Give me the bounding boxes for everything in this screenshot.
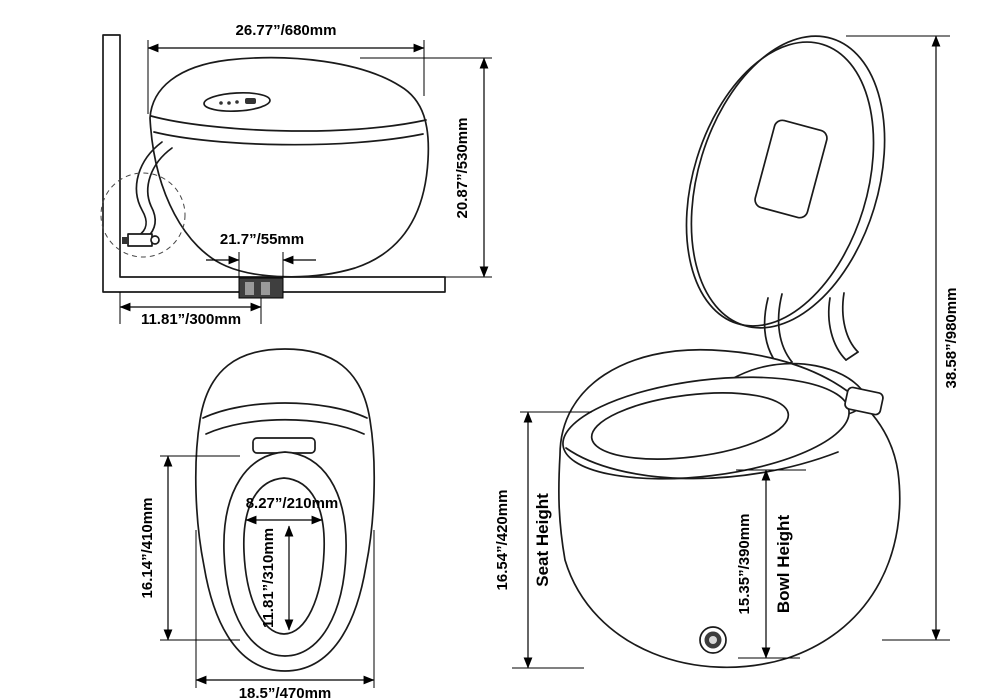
toilet-side-body [149,56,430,278]
dim-base-width-label: 18.5”/470mm [239,685,332,700]
dim-bowl-height-label: Bowl Height [774,515,793,614]
seat-back-arc [205,418,365,435]
lid-front-arc [202,402,368,419]
dim-width-label: 26.77”/680mm [236,22,337,39]
water-hose [135,141,163,237]
dim-rough-in-label: 11.81”/300mm [141,311,241,328]
dim-height-label: 20.87”/530mm [454,118,471,219]
dim-bowl-length-label: 11.81”/310mm [260,528,277,628]
dim-seat-length-label: 16.14”/410mm [139,498,156,599]
drain-cap [699,626,727,654]
drain-outlet [238,277,284,299]
water-hose-inner [146,147,173,239]
seat-opening [590,392,790,460]
perspective-view-drawing: 38.58”/980mm 16.54”/420mm Seat Height 15… [494,35,960,669]
dim-drain-width-label: 21.7”/55mm [220,231,304,248]
control-panel [203,91,271,113]
seat-rim-line [565,447,839,480]
lid-seam-line-2 [153,131,424,146]
lid-seam-line-1 [150,115,427,132]
water-valve [122,233,160,247]
valve-detail-dashed-circle [100,172,186,258]
dim-total-height-label: 38.58”/980mm [943,288,960,389]
open-lid-thickness [685,41,875,327]
top-view-drawing: 16.14”/410mm 8.27”/210mm 11.81”/310mm 18… [139,348,376,700]
dim-bowl-width-label: 8.27”/210mm [246,495,339,512]
dim-seat-height-label: Seat Height [533,493,552,587]
side-view-drawing: 26.77”/680mm 20.87”/530mm 21.7”/55mm 11.… [100,22,492,328]
side-button-panel [844,386,884,416]
lid-nozzle-panel [754,119,828,219]
dim-seat-height-value: 16.54”/420mm [494,490,511,591]
top-display-panel [252,437,316,454]
dim-bowl-height-value: 15.35”/390mm [736,514,753,615]
